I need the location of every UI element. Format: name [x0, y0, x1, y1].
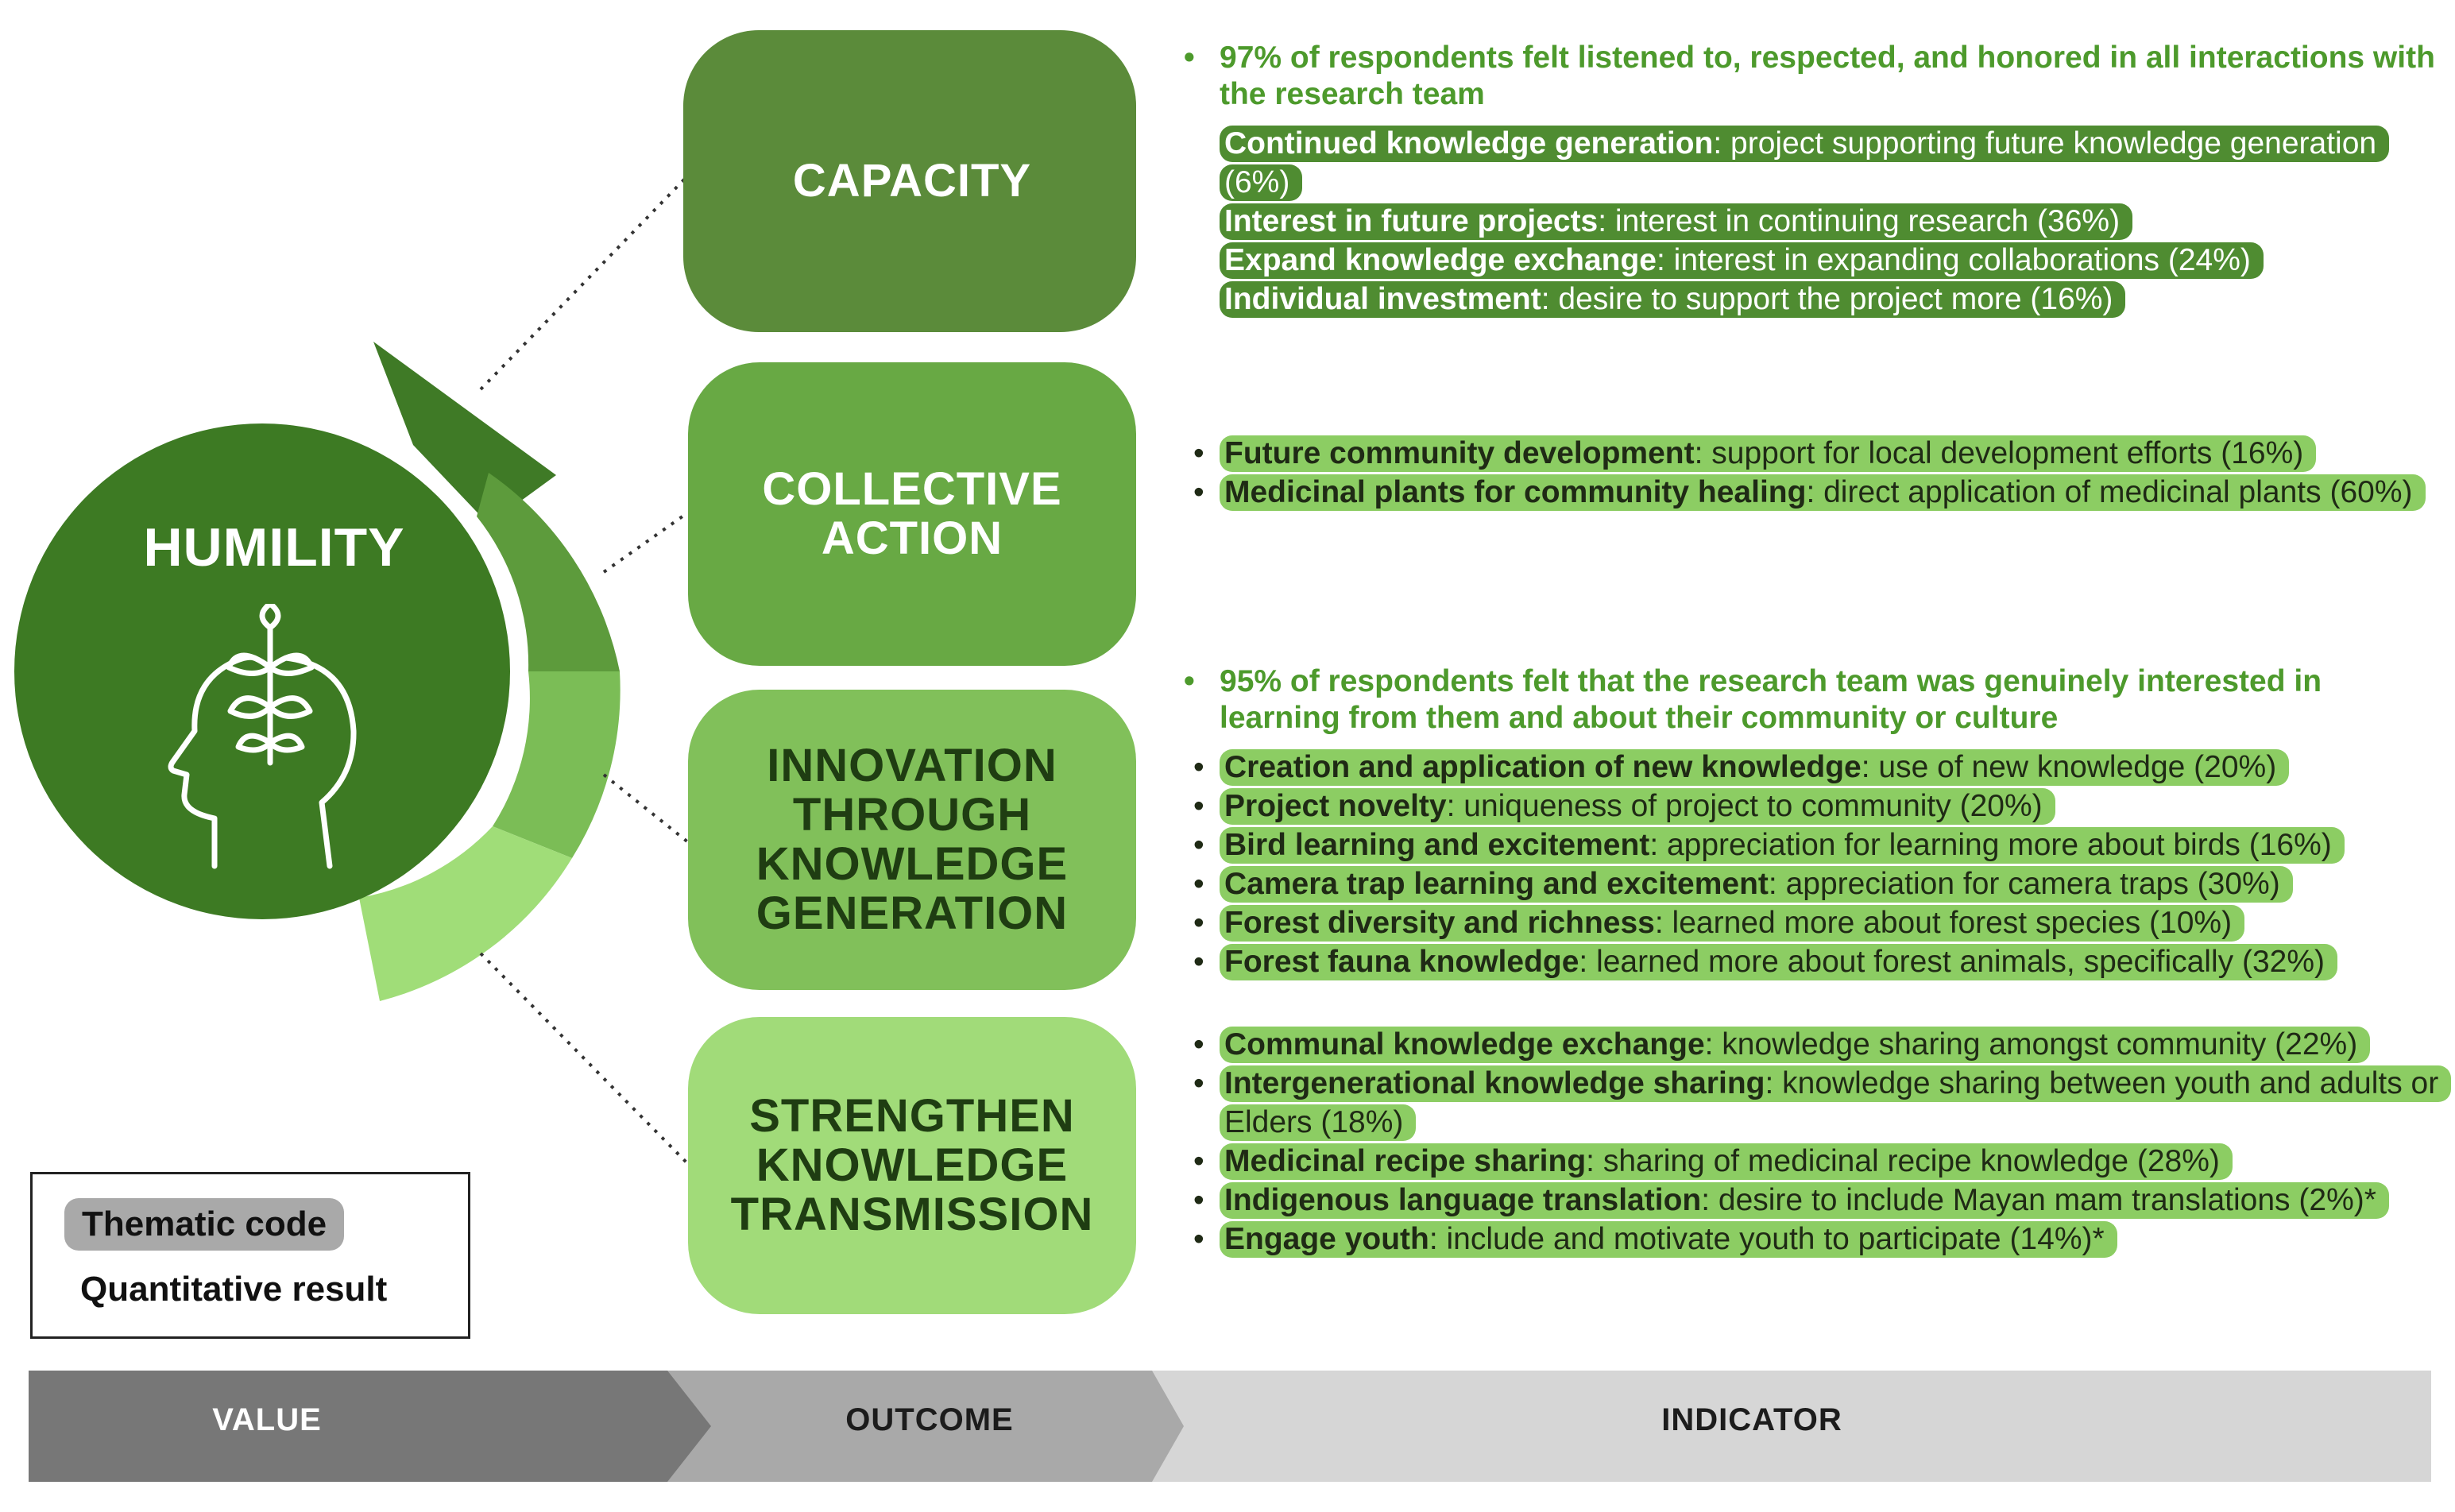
- indicator-description: : interest in expanding collaborations (…: [1656, 243, 2251, 277]
- indicator-highlight: Medicinal plants for community healing: …: [1220, 474, 2426, 511]
- stage-label-indicator: INDICATOR: [1661, 1402, 1842, 1437]
- arc-segment-transmission: [359, 826, 572, 1001]
- indicator-description: : project supporting future knowledge ge…: [1224, 126, 2377, 199]
- indicator-item: Future community development: support fo…: [1184, 434, 2439, 473]
- indicator-description: : interest in continuing research (36%): [1598, 204, 2121, 238]
- indicator-highlight: Communal knowledge exchange: knowledge s…: [1220, 1027, 2371, 1063]
- stage-label-outcome: OUTCOME: [845, 1402, 1014, 1437]
- indicator-term: Future community development: [1224, 436, 1695, 470]
- stage-label-value: VALUE: [212, 1402, 322, 1437]
- indicator-term: Forest fauna knowledge: [1224, 945, 1579, 979]
- indicator-description: : knowledge sharing amongst community (2…: [1704, 1027, 2358, 1061]
- indicator-description: : desire to support the project more (16…: [1541, 282, 2113, 316]
- indicator-item: Expand knowledge exchange: interest in e…: [1184, 241, 2439, 280]
- indicator-highlight: Expand knowledge exchange: interest in e…: [1220, 242, 2264, 279]
- indicator-description: : support for local development efforts …: [1694, 436, 2304, 470]
- indicator-highlight: Future community development: support fo…: [1220, 435, 2317, 472]
- indicator-item: Indigenous language translation: desire …: [1184, 1181, 2439, 1220]
- indicator-highlight: Continued knowledge generation: project …: [1220, 126, 2390, 201]
- indicator-term: Indigenous language translation: [1224, 1183, 1702, 1217]
- indicator-term: Project novelty: [1224, 789, 1447, 823]
- indicator-term: Interest in future projects: [1224, 204, 1599, 238]
- indicator-list-collective-action: Future community development: support fo…: [1184, 434, 2439, 512]
- indicator-highlight: Forest fauna knowledge: learned more abo…: [1220, 944, 2337, 980]
- indicator-description: : appreciation for camera traps (30%): [1768, 867, 2280, 901]
- stage-arrow-outcome-bg: [659, 1371, 1184, 1482]
- indicator-term: Medicinal plants for community healing: [1224, 475, 1807, 509]
- indicator-item: Camera trap learning and excitement: app…: [1184, 864, 2439, 903]
- indicator-list-capacity: 97% of respondents felt listened to, res…: [1184, 40, 2439, 319]
- indicator-item: Medicinal plants for community healing: …: [1184, 473, 2439, 512]
- indicator-list-innovation: 95% of respondents felt that the researc…: [1184, 663, 2439, 981]
- legend-thematic-code: Thematic code: [64, 1198, 345, 1251]
- indicator-term: Expand knowledge exchange: [1224, 243, 1657, 277]
- indicator-description: : knowledge sharing between youth and ad…: [1224, 1066, 2439, 1139]
- indicator-item: Intergenerational knowledge sharing: kno…: [1184, 1064, 2452, 1142]
- quantitative-result: 95% of respondents felt that the researc…: [1184, 663, 2439, 737]
- indicator-term: Creation and application of new knowledg…: [1224, 750, 1862, 784]
- indicator-term: Engage youth: [1224, 1222, 1429, 1256]
- indicator-term: Forest diversity and richness: [1224, 906, 1655, 940]
- indicator-highlight: Engage youth: include and motivate youth…: [1220, 1221, 2117, 1258]
- indicator-list-transmission: Communal knowledge exchange: knowledge s…: [1184, 1025, 2452, 1259]
- outcome-box-bg-collective: [688, 362, 1136, 666]
- indicator-description: : learned more about forest species (10%…: [1654, 906, 2233, 940]
- quantitative-result: 97% of respondents felt listened to, res…: [1184, 40, 2439, 113]
- indicator-item: Project novelty: uniqueness of project t…: [1184, 787, 2439, 826]
- indicator-item: Communal knowledge exchange: knowledge s…: [1184, 1025, 2439, 1064]
- head-with-sprout-icon: [168, 604, 357, 869]
- indicator-description: : use of new knowledge (20%): [1861, 750, 2277, 784]
- outcome-capacity: CAPACITY: [792, 155, 1032, 207]
- indicator-highlight: Medicinal recipe sharing: sharing of med…: [1220, 1143, 2233, 1180]
- indicator-term: Medicinal recipe sharing: [1224, 1144, 1587, 1178]
- outcome-collective-action: COLLECTIVE ACTION: [762, 463, 1062, 564]
- indicator-description: : appreciation for learning more about b…: [1649, 828, 2332, 862]
- indicator-description: : learned more about forest animals, spe…: [1579, 945, 2325, 979]
- indicator-highlight: Individual investment: desire to support…: [1220, 281, 2126, 318]
- outcome-innovation-through-knowledge-generation: INNOVATION THROUGH KNOWLEDGE GENERATION: [756, 740, 1069, 939]
- indicator-highlight: Creation and application of new knowledg…: [1220, 749, 2290, 786]
- indicator-description: : sharing of medicinal recipe knowledge …: [1586, 1144, 2220, 1178]
- indicator-highlight: Project novelty: uniqueness of project t…: [1220, 788, 2055, 825]
- indicator-term: Intergenerational knowledge sharing: [1224, 1066, 1765, 1100]
- outcome-box-bg-capacity: [683, 30, 1136, 332]
- indicator-item: Forest diversity and richness: learned m…: [1184, 903, 2439, 942]
- indicator-item: Creation and application of new knowledg…: [1184, 748, 2439, 787]
- indicator-item: Interest in future projects: interest in…: [1184, 202, 2439, 241]
- arc-segment-innovation: [493, 671, 621, 858]
- indicator-item: Continued knowledge generation: project …: [1184, 124, 2439, 202]
- indicator-term: Communal knowledge exchange: [1224, 1027, 1705, 1061]
- value-title: HUMILITY: [143, 517, 405, 578]
- legend-quantitative-result: Quantitative result: [80, 1270, 388, 1309]
- indicator-term: Individual investment: [1224, 282, 1541, 316]
- indicator-term: Camera trap learning and excitement: [1224, 867, 1769, 901]
- stage-arrow-value-bg: [29, 1371, 711, 1482]
- indicator-item: Individual investment: desire to support…: [1184, 280, 2439, 319]
- indicator-highlight: Bird learning and excitement: appreciati…: [1220, 827, 2345, 864]
- indicator-item: Medicinal recipe sharing: sharing of med…: [1184, 1142, 2439, 1181]
- indicator-description: : include and motivate youth to particip…: [1429, 1222, 2105, 1256]
- indicator-description: : direct application of medicinal plants…: [1806, 475, 2413, 509]
- connector-lines: [479, 177, 690, 1166]
- stage-arrow-indicator-bg: [1144, 1371, 2431, 1482]
- arc-segment-capacity: [373, 342, 556, 524]
- outcome-box-bg-innovation: [688, 690, 1136, 990]
- indicator-item: Forest fauna knowledge: learned more abo…: [1184, 942, 2439, 981]
- legend-box: Thematic code Quantitative result: [30, 1172, 470, 1339]
- indicator-highlight: Intergenerational knowledge sharing: kno…: [1220, 1065, 2452, 1141]
- outcome-strengthen-knowledge-transmission: STRENGTHEN KNOWLEDGE TRANSMISSION: [730, 1090, 1094, 1240]
- indicator-item: Engage youth: include and motivate youth…: [1184, 1220, 2439, 1259]
- outcome-box-bg-transmission: [688, 1017, 1136, 1314]
- indicator-description: : uniqueness of project to community (20…: [1446, 789, 2043, 823]
- indicator-highlight: Interest in future projects: interest in…: [1220, 203, 2133, 240]
- indicator-term: Continued knowledge generation: [1224, 126, 1714, 160]
- indicator-description: : desire to include Mayan mam translatio…: [1701, 1183, 2376, 1217]
- indicator-term: Bird learning and excitement: [1224, 828, 1650, 862]
- indicator-highlight: Forest diversity and richness: learned m…: [1220, 905, 2245, 942]
- arc-segment-collective-action: [477, 473, 620, 671]
- indicator-item: Bird learning and excitement: appreciati…: [1184, 826, 2439, 864]
- indicator-highlight: Indigenous language translation: desire …: [1220, 1182, 2389, 1219]
- indicator-highlight: Camera trap learning and excitement: app…: [1220, 866, 2293, 903]
